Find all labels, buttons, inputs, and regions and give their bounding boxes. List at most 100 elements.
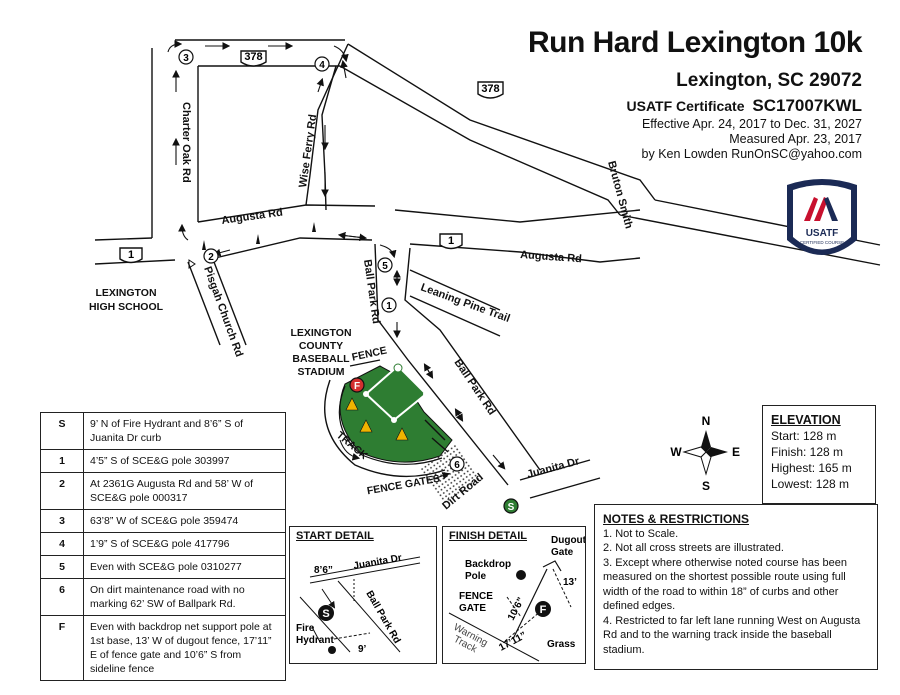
finish-detail-title: FINISH DETAIL xyxy=(449,530,528,542)
effective-dates: Effective Apr. 24, 2017 to Dec. 31, 2027 xyxy=(641,117,862,131)
svg-text:378: 378 xyxy=(244,51,262,63)
start-dim-top: 8’6” xyxy=(314,565,333,576)
location: Lexington, SC 29072 xyxy=(676,70,862,91)
svg-text:USATF: USATF xyxy=(806,228,839,239)
certificate-id: SC17007KWL xyxy=(752,96,862,115)
note-4: 4. Restricted to far left lane running W… xyxy=(603,614,861,656)
svg-text:1: 1 xyxy=(386,301,392,312)
marker-desc: 1’9” S of SCE&G pole 417796 xyxy=(83,532,286,556)
hydrant-label-1: Fire xyxy=(296,623,315,634)
pole-label-1: Backdrop xyxy=(465,559,511,570)
direction-triangles xyxy=(188,222,316,269)
marker-key: 3 xyxy=(40,509,84,533)
dim-10-6: 10’6” xyxy=(506,596,527,623)
finish-detail-marker: F xyxy=(540,604,547,616)
elevation-lowest: Lowest: 128 m xyxy=(771,477,850,491)
marker-key: 4 xyxy=(40,532,84,556)
measured-date: Measured Apr. 23, 2017 xyxy=(729,132,862,146)
start-detail-title: START DETAIL xyxy=(296,530,374,542)
road-network xyxy=(94,39,881,499)
bruton-smith-label: Bruton Smith xyxy=(605,160,635,231)
us-378-shield-east: 378 xyxy=(477,81,504,99)
svg-text:378: 378 xyxy=(481,83,499,95)
svg-text:2: 2 xyxy=(208,252,214,263)
stadium-label-1: LEXINGTON xyxy=(290,327,351,339)
svg-text:3: 3 xyxy=(183,53,189,64)
us-1-shield-west: 1 xyxy=(119,247,143,264)
high-school-label-1: LEXINGTON xyxy=(95,287,156,299)
elevation-title: ELEVATION xyxy=(771,413,841,427)
compass-rose: N S W E xyxy=(670,414,740,493)
dugout-label-2: Gate xyxy=(551,547,574,558)
marker-desc: Even with backdrop net support pole at 1… xyxy=(83,615,286,681)
page-title: Run Hard Lexington 10k xyxy=(527,26,863,59)
svg-text:CERTIFIED COURSE: CERTIFIED COURSE xyxy=(800,240,844,245)
marker-2: 2 xyxy=(203,248,219,264)
certificate: USATF Certificate SC17007KWL xyxy=(627,96,862,116)
marker-key: 2 xyxy=(40,472,84,510)
svg-text:E: E xyxy=(732,445,740,459)
marker-4: 4 xyxy=(314,56,330,72)
marker-key: 6 xyxy=(40,578,84,616)
svg-text:F: F xyxy=(354,381,360,392)
leaning-pine-label: Leaning Pine Trail xyxy=(419,282,512,325)
charter-oak-label: Charter Oak Rd xyxy=(180,102,192,183)
svg-text:S: S xyxy=(702,479,710,493)
note-1: 1. Not to Scale. xyxy=(603,527,679,540)
start-marker: S xyxy=(503,498,519,514)
ball-park-lower-label: Ball Park Rd xyxy=(452,357,498,417)
svg-text:1: 1 xyxy=(128,249,134,261)
marker-desc: At 2361G Augusta Rd and 58’ W of SCE&G p… xyxy=(83,472,286,510)
marker-5: 5 xyxy=(377,257,393,273)
note-2: 2. Not all cross streets are illustrated… xyxy=(603,542,784,554)
wise-ferry-label: Wise Ferry Rd xyxy=(297,114,319,189)
marker-desc: 4’5” S of SCE&G pole 303997 xyxy=(83,449,286,473)
notes-title: NOTES & RESTRICTIONS xyxy=(603,512,750,526)
course-arrows xyxy=(167,40,506,481)
dim-13: 13’ xyxy=(563,577,577,588)
elevation-highest: Highest: 165 m xyxy=(771,461,852,475)
gate-label-1: FENCE xyxy=(459,591,493,602)
elevation-box: ELEVATION Start: 128 m Finish: 128 m Hig… xyxy=(762,405,876,504)
marker-1: 1 xyxy=(381,297,397,313)
hydrant-label-2: Hydrant xyxy=(296,635,334,646)
start-dim-bottom: 9’ xyxy=(358,644,367,655)
svg-text:4: 4 xyxy=(319,60,325,71)
mile-markers: 3 4 2 5 1 6 S F xyxy=(178,49,519,514)
svg-text:5: 5 xyxy=(382,261,388,272)
usatf-logo: USATF CERTIFIED COURSE xyxy=(787,179,857,255)
elevation-start: Start: 128 m xyxy=(771,429,837,443)
svg-text:1: 1 xyxy=(448,235,454,247)
us-378-shield-west: 378 xyxy=(240,50,267,67)
notes-box: NOTES & RESTRICTIONS 1. Not to Scale. 2.… xyxy=(594,504,878,670)
certificate-label: USATF Certificate xyxy=(626,98,745,114)
measurer: by Ken Lowden RunOnSC@yahoo.com xyxy=(641,147,862,161)
note-3: 3. Except where otherwise noted course h… xyxy=(603,556,847,613)
marker-desc: 9’ N of Fire Hydrant and 8’6” S of Juani… xyxy=(83,412,286,450)
juanita-label: Juanita Dr xyxy=(526,455,582,481)
marker-key: 5 xyxy=(40,555,84,579)
marker-desc: 63’8” W of SCE&G pole 359474 xyxy=(83,509,286,533)
stadium-label-4: STADIUM xyxy=(297,366,344,378)
stadium-label-2: COUNTY xyxy=(299,340,343,352)
svg-text:6: 6 xyxy=(454,460,460,471)
elevation-finish: Finish: 128 m xyxy=(771,445,844,459)
marker-3: 3 xyxy=(178,49,194,65)
fence-label: FENCE xyxy=(351,344,388,363)
grass-label: Grass xyxy=(547,639,576,650)
finish-marker: F xyxy=(349,377,365,393)
marker-key: S xyxy=(40,412,84,450)
start-detail: START DETAIL S 8’6” Juanita Dr Ball Park… xyxy=(289,526,437,664)
stadium-label-3: BASEBALL xyxy=(292,353,350,365)
gate-label-2: GATE xyxy=(459,603,486,614)
high-school-label-2: HIGH SCHOOL xyxy=(89,301,164,313)
start-detail-marker: S xyxy=(322,608,329,620)
